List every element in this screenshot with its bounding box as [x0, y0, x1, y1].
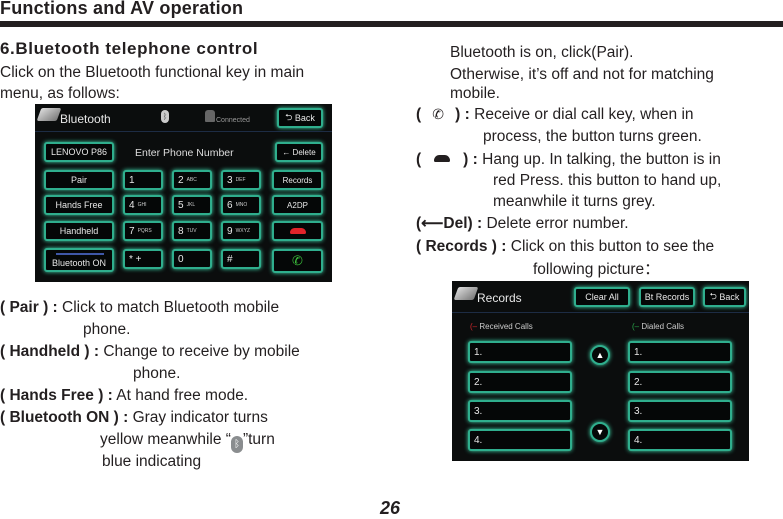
desc-hangup-cont-2: meanwhile it turns grey. [493, 193, 656, 210]
dialed-calls-label: (– Dialed Calls [632, 322, 685, 331]
hangup-button[interactable] [272, 221, 323, 241]
desc-hangup-cont-1: red Press. this button to hand up, [493, 172, 722, 189]
desc-records-cont: following picture： [533, 261, 660, 278]
records-back-button[interactable]: ⮌ Back [703, 287, 746, 307]
lock-icon [205, 110, 215, 122]
scroll-down-button[interactable]: ▼ [590, 422, 610, 442]
bluetooth-on-button[interactable]: Bluetooth ON [44, 248, 114, 272]
hands-free-button[interactable]: Hands Free [44, 195, 114, 215]
intro-line-2: menu, as follows: [0, 85, 120, 102]
dialed-item-2[interactable]: 2. [628, 371, 732, 393]
received-item-4[interactable]: 4. [468, 429, 572, 451]
dialed-item-1[interactable]: 1. [628, 341, 732, 363]
bluetooth-indicator [56, 253, 104, 255]
desc-hangup: () : Hang up. In talking, the button is … [416, 149, 721, 170]
header-rule [0, 21, 783, 27]
desc-handheld: ( Handheld ) : Change to receive by mobi… [0, 343, 300, 360]
back-arrow-icon: ⮌ [285, 112, 293, 122]
header-divider [35, 131, 332, 132]
key-star-plus[interactable]: * + [123, 249, 163, 269]
back-button[interactable]: ⮌ Back [277, 108, 323, 128]
header-divider [452, 312, 749, 313]
call-key-icon: ✆ [432, 106, 445, 122]
desc-records: ( Records ) : Click on this button to se… [416, 238, 715, 255]
pair-button[interactable]: Pair [44, 170, 114, 190]
dialed-item-4[interactable]: 4. [628, 429, 732, 451]
pair-cont-2: Otherwise, it’s off and not for matching [450, 66, 714, 83]
page-header: Functions and AV operation [0, 0, 244, 18]
intro-line-1: Click on the Bluetooth functional key in… [0, 64, 305, 81]
desc-pair-cont: phone. [83, 321, 131, 338]
delete-button[interactable]: ← Delete [275, 142, 323, 162]
desc-call: (✆) : Receive or dial call key, when in [416, 106, 694, 123]
pair-cont-3: mobile. [450, 85, 500, 102]
bluetooth-icon: ᛒ [161, 110, 169, 123]
received-item-3[interactable]: 3. [468, 400, 572, 422]
clear-all-button[interactable]: Clear All [574, 287, 630, 307]
phone-icon [453, 287, 479, 300]
desc-bluetooth-on-cont: yellow meanwhile “ᛒ”turn [100, 429, 275, 453]
phone-icon [36, 108, 62, 121]
left-arrow-icon: ← [282, 147, 291, 157]
page-number: 26 [380, 498, 401, 518]
desc-handheld-cont: phone. [133, 365, 181, 382]
up-triangle-icon: ▲ [595, 350, 605, 360]
call-icon: ✆ [292, 253, 303, 268]
a2dp-button[interactable]: A2DP [272, 195, 323, 215]
desc-bluetooth-on-cont2: blue indicating [102, 453, 202, 470]
dialed-call-icon: (– [632, 322, 640, 331]
records-button[interactable]: Records [272, 170, 323, 190]
device-name-button[interactable]: LENOVO P86 [44, 142, 114, 162]
bluetooth-indicator-icon: ᛒ [230, 436, 243, 453]
section-title: 6.Bluetooth telephone control [0, 39, 259, 58]
key-1[interactable]: 1 [123, 170, 163, 190]
handheld-button[interactable]: Handheld [44, 221, 114, 241]
desc-bluetooth-on: ( Bluetooth ON ) : Gray indicator turns [0, 409, 268, 426]
records-title: Records [477, 291, 522, 305]
down-triangle-icon: ▼ [595, 427, 605, 437]
desc-hands-free: ( Hands Free ) : At hand free mode. [0, 387, 249, 404]
key-0[interactable]: 0 [172, 249, 212, 269]
back-arrow-icon: ⮌ [709, 291, 717, 301]
key-hash[interactable]: # [221, 249, 261, 269]
received-call-icon: (– [470, 322, 478, 331]
received-item-1[interactable]: 1. [468, 341, 572, 363]
pair-cont-1: Bluetooth is on, click(Pair). [450, 44, 634, 61]
dialed-item-3[interactable]: 3. [628, 400, 732, 422]
call-button[interactable]: ✆ [272, 249, 323, 273]
desc-pair: ( Pair ) : Click to match Bluetooth mobi… [0, 299, 280, 316]
hangup-icon [289, 228, 306, 234]
left-long-arrow-icon: ⟵ [421, 215, 444, 232]
scroll-up-button[interactable]: ▲ [590, 345, 610, 365]
received-item-2[interactable]: 2. [468, 371, 572, 393]
received-calls-label: (– Received Calls [470, 322, 533, 331]
records-screen: Records Clear All Bt Records ⮌ Back (– R… [452, 281, 749, 461]
bt-records-button[interactable]: Bt Records [639, 287, 695, 307]
desc-delete: (⟵Del) : Delete error number. [416, 215, 629, 232]
hangup-key-icon [421, 149, 463, 170]
bluetooth-screen: Bluetooth ᛒ Connected ⮌ Back LENOVO P86 … [35, 104, 332, 282]
phone-number-prompt: Enter Phone Number [135, 147, 234, 159]
desc-call-cont: process, the button turns green. [483, 128, 702, 145]
screen-title: Bluetooth [60, 112, 111, 126]
connection-status: Connected [216, 117, 250, 124]
